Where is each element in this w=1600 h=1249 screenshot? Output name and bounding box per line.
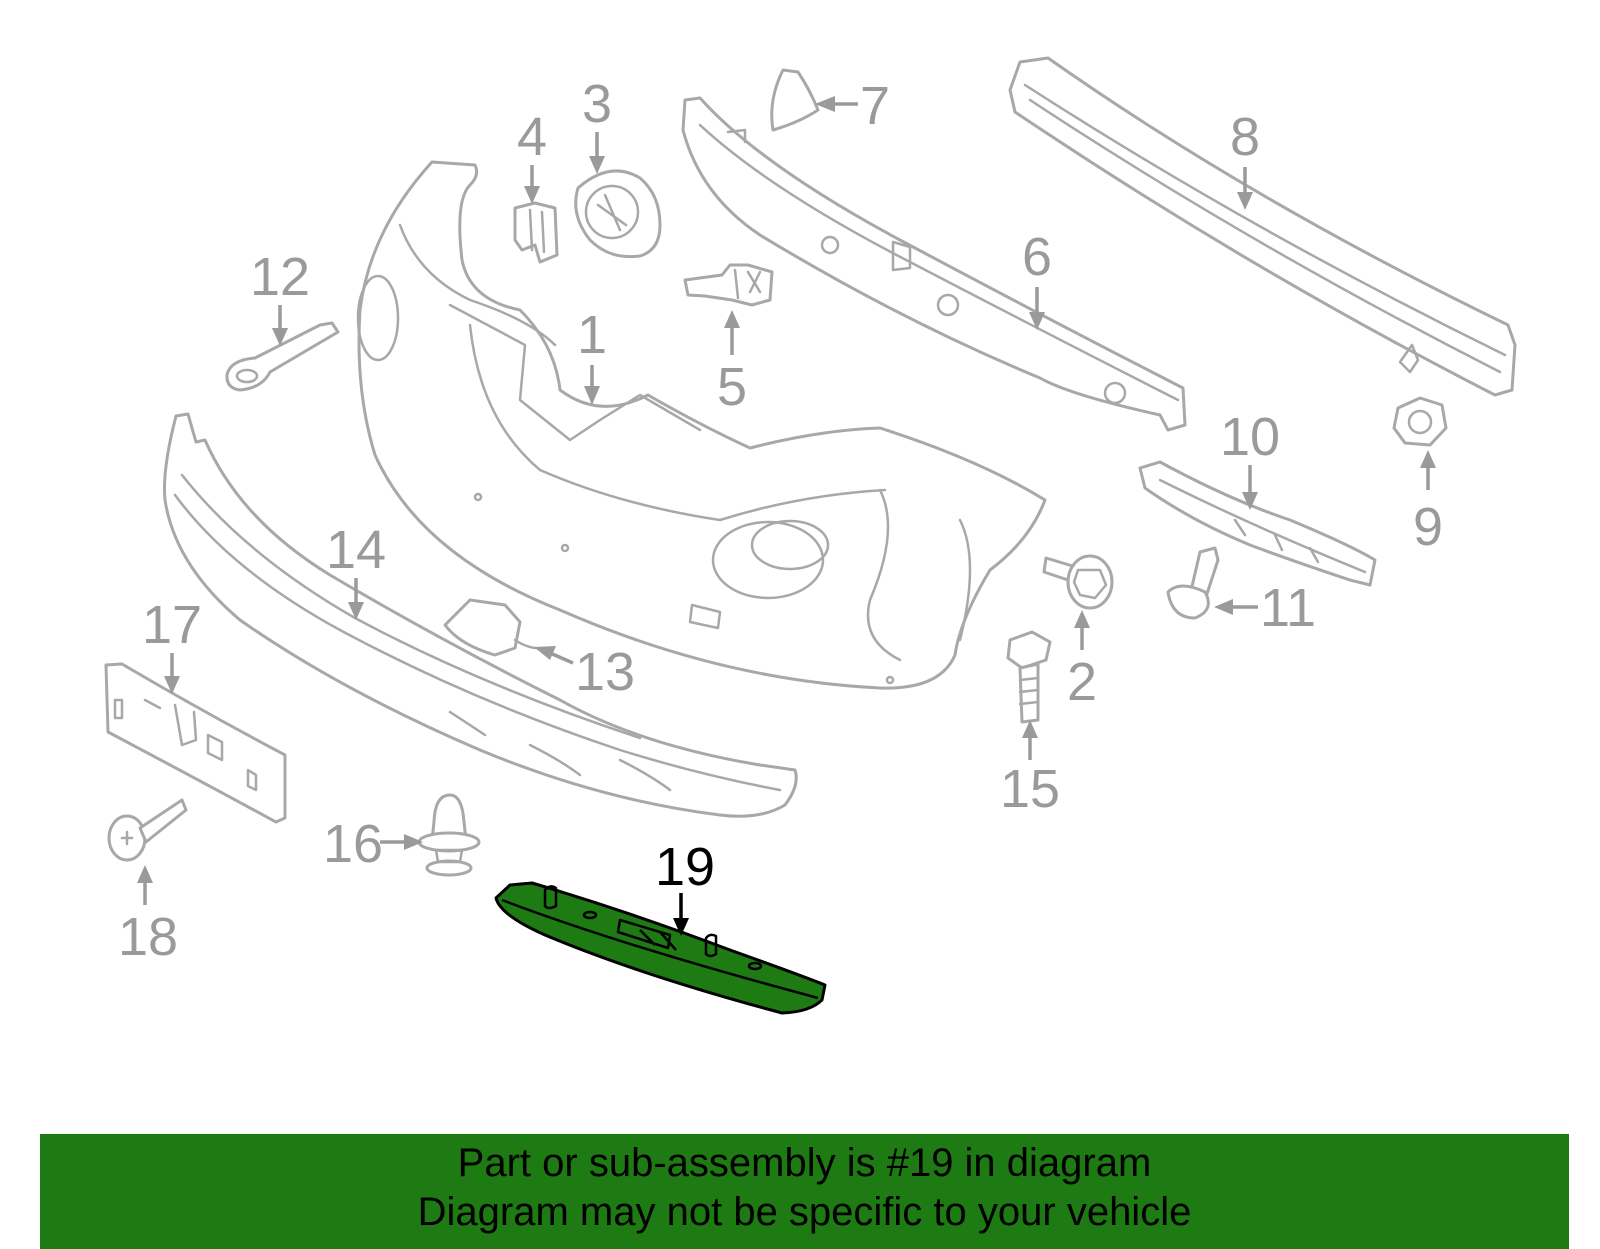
callout-16: 16 [323, 814, 423, 874]
part-1-bumper-cover [356, 160, 1047, 690]
callout-1: 1 [577, 305, 607, 405]
callout-19: 19 [655, 837, 715, 936]
callout-3: 3 [582, 74, 612, 174]
callout-14: 14 [326, 520, 386, 620]
callout-9: 9 [1413, 450, 1443, 557]
svg-text:14: 14 [326, 520, 386, 580]
part-17-plate-bracket [104, 662, 287, 824]
callout-4: 4 [517, 107, 547, 204]
svg-text:4: 4 [517, 107, 547, 167]
svg-text:10: 10 [1220, 407, 1280, 467]
callout-10: 10 [1220, 407, 1280, 510]
callout-2: 2 [1067, 610, 1097, 712]
svg-text:2: 2 [1067, 652, 1097, 712]
svg-text:12: 12 [250, 247, 310, 307]
callout-15: 15 [1000, 720, 1060, 819]
svg-text:3: 3 [582, 74, 612, 134]
callout-13: 13 [534, 642, 635, 702]
callout-8: 8 [1230, 107, 1260, 210]
part-2-bolt [1042, 554, 1114, 610]
svg-text:17: 17 [142, 595, 202, 655]
callout-6: 6 [1022, 227, 1052, 330]
part-7-clip [770, 68, 820, 132]
banner-line-2: Diagram may not be specific to your vehi… [417, 1190, 1192, 1234]
svg-text:19: 19 [655, 837, 715, 897]
part-15-bolt [1006, 630, 1052, 724]
svg-text:9: 9 [1413, 497, 1443, 557]
svg-text:11: 11 [1260, 578, 1316, 638]
banner-line-1: Part or sub-assembly is #19 in diagram [457, 1141, 1152, 1185]
part-4-bracket [513, 201, 559, 264]
svg-text:16: 16 [323, 814, 383, 874]
part-6-absorber [681, 96, 1187, 432]
svg-text:1: 1 [577, 305, 607, 365]
part-12-tow-hook [225, 321, 340, 392]
part-10-side-bracket [1138, 460, 1377, 587]
svg-text:15: 15 [1000, 759, 1060, 819]
svg-text:18: 18 [118, 907, 178, 967]
callout-7: 7 [815, 76, 890, 136]
svg-text:13: 13 [575, 642, 635, 702]
part-3-socket [574, 169, 662, 259]
part-18-screw [107, 798, 188, 862]
svg-text:7: 7 [860, 76, 890, 136]
part-5-retainer [683, 263, 774, 307]
callout-17: 17 [142, 595, 202, 694]
info-banner: Part or sub-assembly is #19 in diagram D… [40, 1134, 1569, 1249]
callout-11: 11 [1214, 578, 1316, 638]
part-8-reinforcement [1008, 56, 1517, 397]
svg-text:5: 5 [717, 357, 747, 417]
callout-18: 18 [118, 865, 178, 967]
callout-12: 12 [250, 247, 310, 346]
svg-text:8: 8 [1230, 107, 1260, 167]
part-11-bolt [1166, 546, 1220, 620]
part-19-undercover [494, 881, 827, 1015]
callout-5: 5 [717, 310, 747, 417]
part-9-nut [1392, 396, 1448, 447]
part-16-push-clip [417, 793, 481, 877]
svg-text:6: 6 [1022, 227, 1052, 287]
